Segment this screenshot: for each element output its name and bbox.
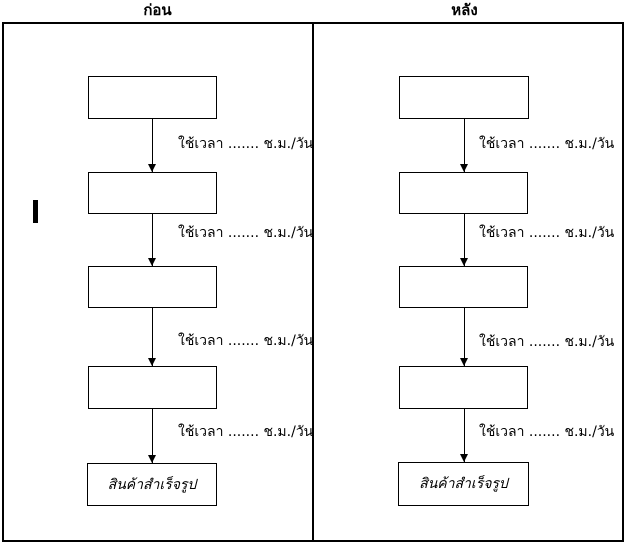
down-arrow-icon <box>148 409 156 463</box>
arrow-label: ใช้เวลา ....... ช.ม./วัน <box>479 424 615 440</box>
process-box <box>399 76 529 119</box>
arrow-label: ใช้เวลา ....... ช.ม./วัน <box>479 225 615 241</box>
finished-goods-box: สินค้าสำเร็จรูป <box>398 462 529 506</box>
arrow-label: ใช้เวลา ....... ช.ม./วัน <box>178 333 314 349</box>
down-arrow-icon <box>148 214 156 266</box>
process-box <box>88 366 217 409</box>
down-arrow-icon <box>460 308 468 366</box>
down-arrow-icon <box>460 214 468 266</box>
down-arrow-icon <box>148 119 156 172</box>
arrow-label: ใช้เวลา ....... ช.ม./วัน <box>178 225 314 241</box>
process-box <box>399 266 528 308</box>
arrow-label: ใช้เวลา ....... ช.ม./วัน <box>178 136 314 152</box>
finished-goods-box: สินค้าสำเร็จรูป <box>87 463 217 506</box>
process-box <box>88 76 217 119</box>
arrow-label: ใช้เวลา ....... ช.ม./วัน <box>178 424 314 440</box>
process-box <box>88 172 217 214</box>
process-box <box>88 266 217 308</box>
process-box <box>399 172 528 214</box>
column-header-after: หลัง <box>451 1 478 19</box>
column-header-before: ก่อน <box>143 1 172 19</box>
down-arrow-icon <box>460 409 468 462</box>
down-arrow-icon <box>148 308 156 366</box>
arrow-label: ใช้เวลา ....... ช.ม./วัน <box>479 136 615 152</box>
down-arrow-icon <box>460 119 468 172</box>
column-divider-line <box>312 22 314 542</box>
arrow-label: ใช้เวลา ....... ช.ม./วัน <box>479 334 615 350</box>
process-box <box>399 366 528 409</box>
text-cursor-mark <box>33 200 38 223</box>
finished-goods-label: สินค้าสำเร็จรูป <box>107 476 197 493</box>
finished-goods-label: สินค้าสำเร็จรูป <box>419 476 508 492</box>
